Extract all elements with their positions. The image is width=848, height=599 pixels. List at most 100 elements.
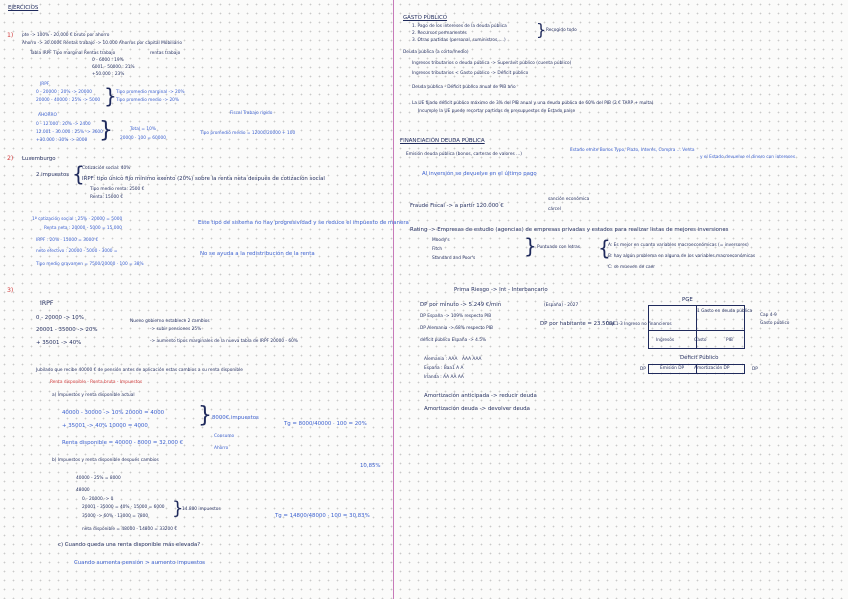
pge-title: PGE [682, 297, 693, 303]
ex3-b-row-5: 35000 -> 60% · 13000 = 7800 [82, 514, 149, 519]
ex1-tipo-promedio: Tipo promedio medio = 12000/20000 + 100 [200, 131, 296, 136]
ex1-irpf-row-2: 20000 - 40000 : 25% -> 5000 [36, 98, 101, 103]
ex3-a-brace: } [198, 403, 212, 428]
gasto-deficit: Ingresos tributarios < Gasto público -> … [412, 71, 529, 76]
ex1-tipo-marginal: Tipo promedio marginal -> 20% [116, 90, 185, 95]
ex3-pensioner: Jubilado que recibe 40000 € de pensión a… [36, 368, 243, 373]
ex2-calc-4: neto efectivo : 20000 - 5000 - 3000 = [36, 249, 118, 254]
rating-b: B: hay algún problema en alguna de los v… [608, 254, 756, 259]
gasto-brace: } [536, 20, 547, 39]
ranking-alemania-2: AAA AAA [462, 357, 482, 362]
ex3-part-b: b) Impuestos y renta disponible después … [52, 458, 159, 463]
ex1-irpf-label: IRPF [40, 82, 50, 87]
pge-deficit: Déficit Público [680, 355, 719, 361]
pge-pib: PIB [726, 338, 733, 343]
ex2-title: Luxemburgo [22, 156, 56, 162]
ex1-line-1: pte -> 100% - 20,000 € bruto por ahorro [22, 33, 110, 38]
ex3-bracket-3: + 35001 -> 40% [36, 340, 82, 346]
ex1-bracket-3: +50.000 : 23% [92, 72, 125, 77]
ex1-ahorro-row-1: 0 - 12.000 : 20% -> 2400 [36, 122, 91, 127]
ex3-part-c: c) Cuando queda una renta disponible más… [58, 542, 201, 548]
ex3-gov-changes: Nuevo gobierno establece 2 cambios [130, 319, 210, 324]
ex3-a-consumo: Consumo [214, 434, 235, 439]
pge-dp-left: DP [640, 367, 646, 372]
ex1-irpf-brace: } [104, 84, 117, 108]
ex3-b-brace: } [172, 498, 184, 519]
pge-left-label: Cap 1-3 Ingreso no financieros [606, 322, 672, 327]
ex1-tipo-promedio-2: 20000 · 100 = 60000 [120, 136, 166, 141]
ex1-bracket-1: 0 - 6000 : 19% [92, 58, 124, 63]
gasto-superavit: Ingresos tributarios o deuda pública -> … [412, 61, 572, 66]
ex3-irpf-label: IRPF [40, 300, 54, 307]
pge-amortizacion: Amortización DP [694, 366, 730, 371]
ex2-irpf-rule: IRPF: tipo único fijo mínimo exento (20%… [82, 176, 325, 182]
ex3-formula: Renta disponible - Renta bruta - Impuest… [50, 380, 143, 385]
gasto-item-1: 1. Pago de los intereses de la deuda púb… [412, 24, 507, 29]
ex2-renta: Renta: 15000 € [90, 195, 124, 200]
pge-gasto: Gasto [694, 338, 707, 343]
pge-bottom-divider [696, 365, 697, 373]
fraude-sancion: sanción económica [548, 197, 590, 202]
rating-letters: Puntuado con letras [537, 245, 580, 250]
center-divider [393, 0, 394, 599]
rating-moodys: Moody's [432, 238, 450, 243]
rating-c: C: se mueven de caer [608, 265, 656, 270]
ex3-change-1: -> subir pensiones 25% [150, 327, 202, 332]
gasto-ue-penalty: Incumple la UE puede recortar partidas d… [418, 109, 576, 114]
deficit-espana: déficit público España -> 4.5% [420, 338, 487, 343]
ex1-ahorro-row-3: +30.000 : 30% -> 3000 [36, 138, 88, 143]
rating-fitch: Fitch [432, 247, 443, 252]
ex1-irpf-row-1: 0 - 20000 : 20% -> 20000 [36, 90, 92, 95]
pge-top-right: 1 Gasto en deuda pública [697, 309, 753, 314]
rating-definition: Rating -> Empresas de estudio (agencias)… [410, 227, 729, 233]
fin-emision-detail: Estado emite Bonos Typo, Plazo, Interés,… [570, 148, 695, 153]
dp-espana-year: (España) - 2027 [544, 303, 579, 308]
ex3-b-row-4: 20001 - 35000 = 40% · 15000 = 6000 [82, 505, 165, 510]
pge-ingresos: Ingresos [656, 338, 675, 343]
dp-espana: DP España -> 109% respecto PIB [420, 314, 492, 319]
ex1-fiscal-note: Fiscal Trabajo rígido [230, 111, 273, 116]
ex3-b-renta: neta disponible = 48000 - 14800 = 33200 … [82, 527, 178, 532]
ex3-a-renta: Renta disponible = 40000 - 8000 = 32.000… [62, 440, 184, 446]
ex3-b-row-2: 48000 [76, 488, 90, 493]
ex2-brace: { [72, 162, 85, 186]
ex1-total: Total = 10% [130, 127, 156, 132]
gasto-deuda-label: Deuda pública (a corto/medio) [403, 50, 469, 55]
gasto-item-2: 2. Recursos permanentes [412, 31, 467, 36]
ex2-note-2: No se ayuda a la redistribución de la re… [200, 251, 315, 257]
ex3-a-tg: Tg = 8000/40000 · 100 = 20% [284, 421, 367, 427]
ex1-line-2: Ahorro -> 30.000€ Rentas trabajo -> 10.0… [22, 41, 182, 46]
ex1-tipo-medio: Tipo promedio medio -> 20% [116, 98, 179, 103]
ranking-irlanda: Irlanda : AA AA AA [424, 375, 464, 380]
ranking-espana: España : Baa1 A A [424, 366, 464, 371]
rating-brace: } [524, 234, 537, 258]
ex2-taxes: 2 impuestos [36, 172, 70, 178]
ex3-bracket-1: 0 - 20000 -> 10% [36, 315, 84, 321]
ex2-calc-2: Renta neta : 20000 - 5000 = 15.000 [44, 226, 122, 231]
exercise-3-number: 3) [7, 287, 14, 294]
ex1-line-3b: rentas trabajo [150, 51, 181, 56]
ex3-b-tg: Tg = 14800/48000 · 100 = 30,83% [275, 513, 370, 519]
gasto-title: GASTO PÚBLICO [403, 15, 448, 21]
fraude-fiscal: Fraude Fiscal -> a partir 120.000 € [410, 203, 504, 209]
ex1-ahorro-brace: } [99, 118, 113, 143]
ex3-b-row-1: 40000 - 25% = 8000 [76, 476, 121, 481]
ex3-change-2: -> aumento tipos marginales de la nueva … [150, 339, 298, 344]
ex1-ahorro-row-2: 12.001 - 30.000 : 25% -> 3600 [36, 130, 103, 135]
pge-right-cap: Cap 4-9 [760, 313, 777, 318]
fin-emision-detail-2: y el Estado devuelve el dinero con inter… [700, 155, 796, 160]
ex3-a-ahorro: Ahorro [214, 446, 229, 451]
dp-por-habitante: DP por habitante = 23.500€ [540, 321, 616, 327]
ex3-bracket-2: 20001 - 35000 -> 20% [36, 327, 98, 333]
gasto-item-3: 3. Otras partidas (personal, suministros… [412, 38, 506, 43]
pge-box [648, 305, 745, 349]
ex3-part-a: a) Impuestos y renta disponible actual [52, 393, 135, 398]
ex2-calc-5: Tipo medio gravamen = 7500/20000 · 100 =… [36, 262, 144, 267]
pge-vertical-line [696, 306, 697, 348]
ex3-b-row-3: 0 - 20000 -> 0 [82, 497, 114, 502]
ex2-cotizacion: Cotización social: 40% [82, 166, 131, 171]
ex1-bracket-2: 6001 - 50000 : 21% [92, 65, 135, 70]
rating-sp: Standard and Poor's [432, 256, 476, 261]
ex2-calc-1: 1ª cotización social : 25% · 20000 = 500… [32, 217, 123, 222]
